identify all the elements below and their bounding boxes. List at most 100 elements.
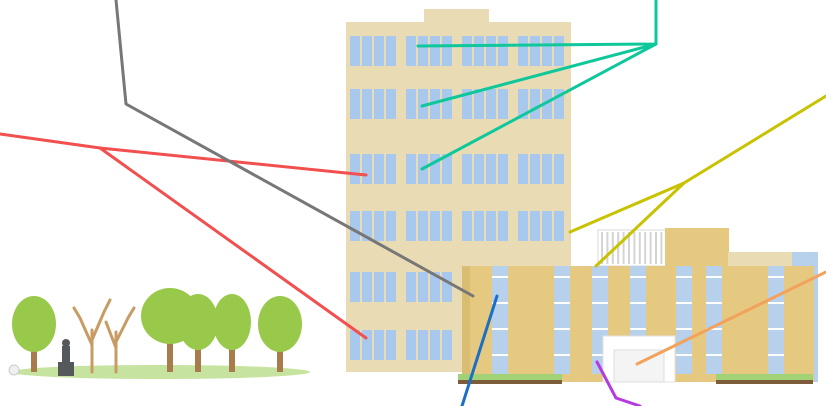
tower-window-pane [374,272,384,302]
lowrise-window-mullion [768,328,784,330]
leader-line-green-3 [420,42,658,171]
lowrise-window-mullion [592,328,608,330]
tower-window-pane [386,211,396,241]
tower-window-pane [406,89,416,119]
tower-window-pane [442,211,452,241]
lowrise-roof-tower [665,228,729,268]
tower-window-pane [554,211,564,241]
tower-window-pane [362,330,372,360]
tree-canopy [258,296,302,352]
lowrise-window-strip [768,266,784,374]
lowrise-window-mullion [554,354,570,356]
tower-window-pane [350,154,360,184]
tower-window-pane [474,36,484,66]
tower-window-pane [486,211,496,241]
tower-window-pane [542,89,552,119]
roof-grille-bar [649,232,652,264]
lowrise-window-mullion [592,302,608,304]
tower-window-pane [350,272,360,302]
lowrise-window-mullion [676,276,692,278]
roof-grille-bars [601,232,663,264]
tower-window-pane [498,211,508,241]
bare-tree [72,298,136,374]
tower-window-pane [362,89,372,119]
tower-window-pane [362,36,372,66]
tower-window-pane [418,89,428,119]
lowrise-window-mullion [676,302,692,304]
roof-grille-bar [617,232,620,264]
tower-window-pane [542,211,552,241]
tower-window-pane [462,89,472,119]
lowrise-window-mullion [554,276,570,278]
lowrise-window-mullion [706,302,722,304]
tower-window-pane [430,154,440,184]
lowrise-window-mullion [676,354,692,356]
ground-shrubs [10,365,310,379]
tower-window-pane [362,211,372,241]
tower-window-pane [518,154,528,184]
tower-window-pane [374,330,384,360]
tree-canopy [213,294,251,350]
leader-line-yellow-2 [594,181,686,268]
tower-window-pane [498,89,508,119]
tower-window-pane [386,272,396,302]
tower-window-pane [386,89,396,119]
lowrise-window-strip [492,266,508,374]
tower-window-pane [374,154,384,184]
tower-window-pane [554,89,564,119]
small-animal-icon [8,364,20,376]
lowrise-window-mullion [492,302,508,304]
tower-window-pane [518,211,528,241]
roof-grille-bar [611,232,614,264]
monument [58,339,74,376]
tower-window-pane [418,330,428,360]
lowrise-window-mullion [706,354,722,356]
lowrise-window-mullion [706,328,722,330]
tower-window-pane [530,211,540,241]
lowrise-window-mullion [706,276,722,278]
tower-roof-penthouse [424,9,489,23]
tower-window-pane [350,330,360,360]
tower-window-pane [430,330,440,360]
tower-window-pane [406,330,416,360]
planter-east-base [716,380,813,384]
tower-window-pane [442,330,452,360]
tower-window-pane [350,89,360,119]
tower-window-pane [462,211,472,241]
tower-window-pane [542,154,552,184]
lowrise-window-mullion [492,276,508,278]
tower-window-pane [430,211,440,241]
tower-window-pane [530,89,540,119]
leader-line-red-2 [98,146,368,340]
roof-grille-bar [606,232,609,264]
roof-grille-bar [660,232,663,264]
tower-window-pane [530,154,540,184]
roof-grille-bar [601,232,603,264]
tower-window-pane [542,36,552,66]
tower-window-pane [374,211,384,241]
tower-window-pane [350,36,360,66]
roof-grille-bar [655,232,657,264]
tower-window-pane [386,330,396,360]
tower-window-pane [462,154,472,184]
planter-west-base [458,380,562,384]
tower-window-pane [518,89,528,119]
planter-east [716,374,813,383]
lowrise-window-mullion [768,302,784,304]
tower-window-pane [362,154,372,184]
roof-grille-bar [638,232,641,264]
tower-window-pane [430,36,440,66]
lowrise-window-mullion [492,328,508,330]
tree-row [8,288,310,379]
lowrise-window-mullion [554,302,570,304]
lowrise-corner-pilaster [462,266,470,382]
tower-window-pane [498,154,508,184]
tower-window-pane [418,211,428,241]
tower-window-pane [530,36,540,66]
leader-line-gray [114,0,475,298]
trees [12,288,302,372]
leader-line-orange [635,270,826,366]
leader-line-yellow [568,94,826,234]
